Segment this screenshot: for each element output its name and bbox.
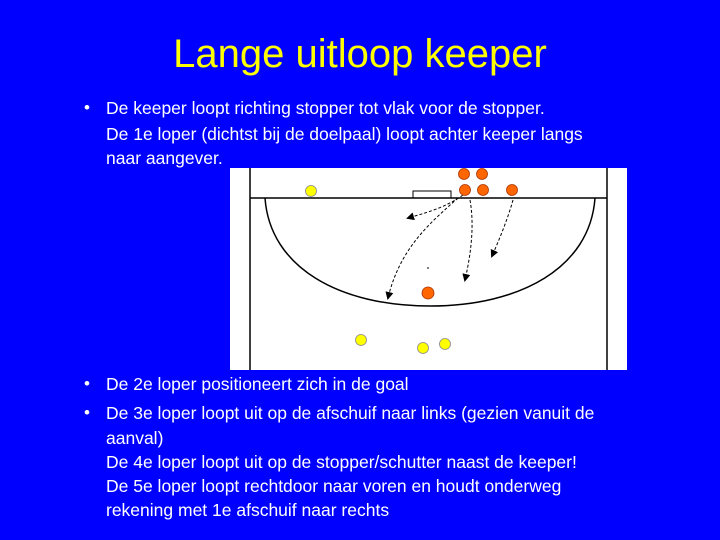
bullet-marker: • xyxy=(84,374,90,393)
bullet-line: De 1e loper (dichtst bij de doelpaal) lo… xyxy=(106,124,583,144)
defender-marker xyxy=(506,184,518,196)
bullet-line: De 5e loper loopt rechtdoor naar voren e… xyxy=(106,476,562,496)
goal xyxy=(412,190,452,199)
defender-marker xyxy=(458,168,470,180)
bullet-line: De keeper loopt richting stopper tot vla… xyxy=(106,98,545,118)
bullet-marker: • xyxy=(84,403,90,422)
run-arrow xyxy=(462,199,473,282)
bullet-line: naar aangever. xyxy=(106,148,223,168)
run-arrow xyxy=(385,197,459,300)
attacker-marker xyxy=(439,338,451,350)
handball-court-diagram xyxy=(230,168,627,370)
attacker-marker xyxy=(417,342,429,354)
run-arrow xyxy=(406,194,464,221)
bullet-line: aanval) xyxy=(106,428,164,448)
bullet-marker: • xyxy=(84,98,90,117)
bullet-line: De 3e loper loopt uit op de afschuif naa… xyxy=(106,403,595,423)
defender-marker xyxy=(477,184,489,196)
attacker-marker xyxy=(355,334,367,346)
slide-title: Lange uitloop keeper xyxy=(173,32,547,76)
goal-area-line xyxy=(264,197,596,307)
bullet-line: De 2e loper positioneert zich in de goal xyxy=(106,374,409,394)
court-svg xyxy=(249,168,608,370)
defender-marker xyxy=(476,168,488,180)
keeper-marker xyxy=(421,286,435,300)
bullet-line: De 4e loper loopt uit op de stopper/schu… xyxy=(106,452,577,472)
defender-marker xyxy=(459,184,471,196)
bullet-line: rekening met 1e afschuif naar rechts xyxy=(106,500,390,520)
attacker-marker xyxy=(305,185,317,197)
run-arrow xyxy=(490,199,514,258)
